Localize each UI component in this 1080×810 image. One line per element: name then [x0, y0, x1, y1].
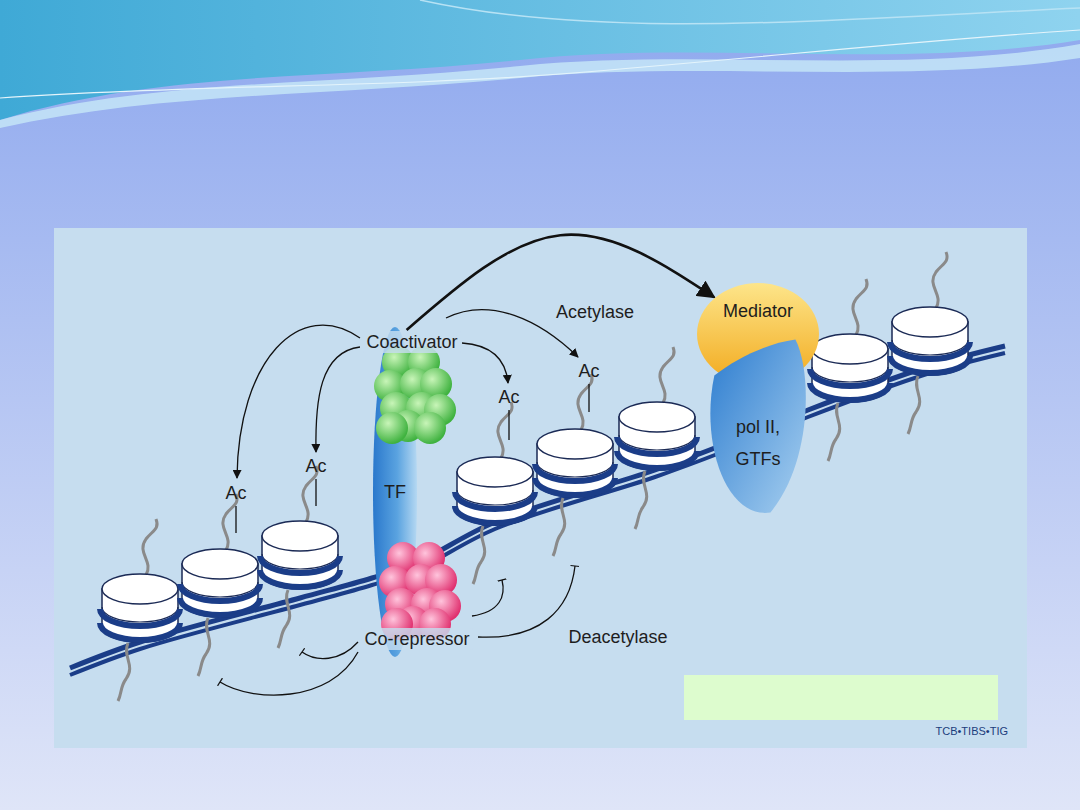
histone-tail	[933, 252, 947, 308]
enzyme-label: Deacetylase	[568, 626, 667, 648]
wave-line	[420, 0, 1080, 24]
dna-wrap	[810, 383, 890, 400]
histone-tail	[278, 590, 290, 648]
coactivator-complex: Coactivator	[358, 330, 466, 448]
enzyme-label: Acetylase	[556, 301, 634, 323]
node-label: pol II, GTFs	[722, 411, 794, 475]
deacetylation-inhibition	[478, 566, 575, 637]
dna-wrap	[100, 623, 180, 640]
dna-wrap	[455, 492, 535, 509]
histone-tail	[660, 347, 674, 403]
histone-face	[892, 307, 968, 337]
nucleosome	[810, 279, 890, 461]
histone-face	[812, 334, 888, 364]
dna-wrap	[455, 506, 535, 523]
histone-face	[619, 402, 695, 432]
acetylation-arrow	[462, 343, 508, 383]
histone-tail	[498, 402, 512, 458]
node-label: Co-repressor	[361, 628, 472, 650]
polymerase-complex: pol II, GTFs	[706, 336, 810, 516]
histone-tail	[198, 618, 210, 676]
nucleosome	[535, 374, 615, 556]
histone-tail	[553, 498, 565, 556]
histone-tail	[828, 403, 840, 461]
wave-line	[0, 30, 1080, 98]
figure-panel	[54, 228, 1027, 748]
dna-wrap	[890, 356, 970, 373]
leader-line	[315, 479, 316, 506]
nucleosome	[180, 494, 260, 676]
blank-box	[684, 675, 998, 720]
deacetylation-inhibition	[472, 580, 503, 616]
histone-tail	[853, 279, 867, 335]
dna-wrap	[617, 437, 697, 454]
acetyl-mark: Ac	[498, 386, 519, 408]
deacetylation-inhibition	[302, 642, 358, 659]
coactivator-subunit	[414, 412, 446, 444]
dna-strand	[70, 353, 1005, 675]
histone-face	[457, 457, 533, 487]
acetyl-mark: Ac	[225, 482, 246, 504]
coactivator-subunit	[376, 412, 408, 444]
leader-line	[508, 410, 509, 440]
dna-wrap	[180, 598, 260, 615]
dna-wrap	[180, 584, 260, 601]
histone-tail	[473, 526, 485, 584]
deacetylation-inhibition	[220, 652, 358, 695]
nucleosome	[100, 519, 180, 701]
corepressor-complex: Co-repressor	[358, 548, 476, 654]
acetylation-arrow	[316, 347, 360, 452]
wave-highlight	[0, 44, 1080, 128]
dna-wrap	[100, 609, 180, 626]
histone-tail	[578, 374, 592, 430]
polymerase-body	[710, 340, 805, 513]
histone-face	[102, 574, 178, 604]
acetyl-mark: Ac	[578, 360, 599, 382]
leader-line	[588, 384, 589, 412]
dna-wrap	[260, 556, 340, 573]
dna-wrap	[617, 451, 697, 468]
histone-face	[182, 549, 258, 579]
dna-wrap	[535, 478, 615, 495]
connector-arrow	[407, 235, 715, 330]
node-label: Coactivator	[363, 331, 460, 353]
histone-tail	[635, 471, 647, 529]
nucleosome	[617, 347, 697, 529]
dna-strand	[70, 346, 1005, 668]
node-label: TF	[384, 481, 406, 503]
acetyl-mark: Ac	[305, 455, 326, 477]
dna-wrap	[260, 570, 340, 587]
nucleosome	[455, 402, 535, 584]
histone-tail	[908, 376, 920, 434]
nucleosome	[890, 252, 970, 434]
histone-tail	[143, 519, 157, 575]
dna-wrap	[535, 464, 615, 481]
node-label: Mediator	[723, 300, 793, 322]
nucleosome	[260, 466, 340, 648]
leader-line	[235, 506, 236, 533]
source-credit: TCB•TIBS•TIG	[936, 724, 1008, 738]
histone-face	[537, 429, 613, 459]
histone-tail	[118, 643, 130, 701]
histone-face	[262, 521, 338, 551]
dna-wrap	[810, 369, 890, 386]
dna-wrap	[890, 342, 970, 359]
acetylation-arrow	[237, 325, 360, 478]
